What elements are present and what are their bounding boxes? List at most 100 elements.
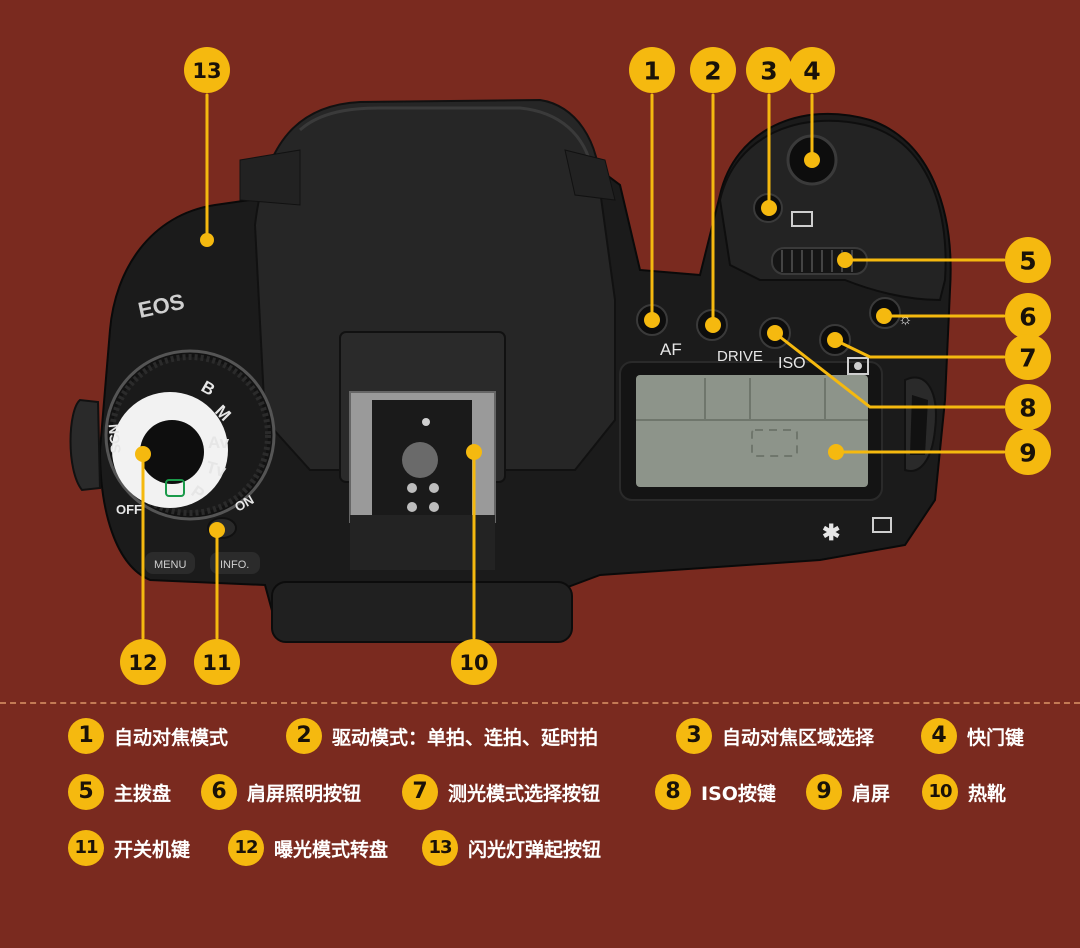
callout-badge-1: 1 (629, 47, 675, 93)
callout-badge-circle (184, 47, 230, 93)
legend-item-6: 6 肩屏照明按钮 (201, 772, 361, 812)
power-off-label: OFF (116, 502, 142, 517)
mode-tv-label: Tv (204, 458, 229, 482)
legend-badge: 2 (286, 718, 322, 754)
legend-item-11: 11 开关机键 (68, 828, 190, 868)
legend-item-10: 10 热靴 (922, 772, 1006, 812)
callout-badge-3: 3 (746, 47, 792, 93)
ae-lock-icon: ✱ (822, 520, 840, 545)
callout-number: 2 (704, 57, 721, 86)
callout-badge-circle (746, 47, 792, 93)
callout-badge-circle (629, 47, 675, 93)
legend-item-13: 13 闪光灯弹起按钮 (422, 828, 601, 868)
drive-button-label: DRIVE (717, 348, 763, 365)
callout-number: 4 (803, 57, 820, 86)
af-area-icon (791, 211, 813, 227)
legend-item-7: 7 测光模式选择按钮 (402, 772, 600, 812)
legend-badge: 6 (201, 774, 237, 810)
callout-number: 8 (1019, 394, 1036, 423)
callout-badge-circle (1005, 384, 1051, 430)
legend-label: 驱动模式：单拍、连拍、延时拍 (332, 726, 599, 749)
callout-number: 12 (128, 651, 157, 675)
callout-badge-circle (194, 639, 240, 685)
callout-badge-circle (1005, 429, 1051, 475)
callout-badge-circle (120, 639, 166, 685)
callout-number: 10 (459, 651, 488, 675)
callout-badge-circle (1005, 293, 1051, 339)
callout-lines (135, 93, 1006, 640)
legend-badge: 7 (402, 774, 438, 810)
legend-badge: 11 (68, 830, 104, 866)
callout-badge-2: 2 (690, 47, 736, 93)
callout-badge-6: 6 (1005, 293, 1051, 339)
legend-badge: 10 (922, 774, 958, 810)
callout-badge-circle (1005, 334, 1051, 380)
legend-label: 自动对焦模式 (114, 726, 229, 749)
callout-badge-12: 12 (120, 639, 166, 685)
af-point-icon (872, 517, 892, 533)
callout-badge-13: 13 (184, 47, 230, 93)
callout-badge-circle (1005, 237, 1051, 283)
legend-label: 曝光模式转盘 (274, 838, 389, 861)
legend-label: 测光模式选择按钮 (448, 782, 601, 805)
legend-item-2: 2 驱动模式：单拍、连拍、延时拍 (286, 716, 598, 756)
legend-badge: 9 (806, 774, 842, 810)
camera-top-view: B M Av Tv P SCN OFF ON EOS MENU INFO. (69, 47, 1051, 685)
callout-number: 9 (1019, 439, 1036, 468)
mode-scn-label: SCN (105, 423, 124, 454)
callout-number: 11 (202, 651, 231, 675)
auto-mode-icon (165, 479, 185, 497)
callout-badge-8: 8 (1005, 384, 1051, 430)
menu-info-buttons: MENU INFO. (145, 552, 260, 574)
section-divider (0, 702, 1080, 704)
legend-label: 闪光灯弹起按钮 (468, 838, 602, 861)
info-button-label: INFO. (220, 559, 249, 571)
callout-number: 6 (1019, 303, 1036, 332)
legend-item-12: 12 曝光模式转盘 (228, 828, 388, 868)
legend-item-5: 5 主拨盘 (68, 772, 171, 812)
callout-number: 5 (1019, 247, 1036, 276)
legend-label: 主拨盘 (114, 782, 172, 805)
callout-badge-7: 7 (1005, 334, 1051, 380)
callout-badge-9: 9 (1005, 429, 1051, 475)
callout-number: 7 (1019, 344, 1036, 373)
af-button-label: AF (660, 340, 682, 359)
legend-badge: 5 (68, 774, 104, 810)
callout-number: 13 (192, 59, 221, 83)
legend-item-8: 8 ISO按键 (655, 772, 776, 812)
menu-button-label: MENU (154, 559, 186, 571)
camera-body (69, 98, 952, 643)
legend-item-4: 4 快门键 (921, 716, 1024, 756)
callout-number: 1 (643, 57, 660, 86)
iso-button-label: ISO (778, 355, 806, 372)
callout-badge-10: 10 (451, 639, 497, 685)
callout-badge-circle (690, 47, 736, 93)
callout-badge-5: 5 (1005, 237, 1051, 283)
legend-badge: 1 (68, 718, 104, 754)
legend-label: 开关机键 (114, 838, 191, 861)
legend-label: 肩屏照明按钮 (247, 782, 362, 805)
hot-shoe (339, 331, 506, 570)
callout-badge-4: 4 (789, 47, 835, 93)
legend-label: 自动对焦区域选择 (722, 726, 875, 749)
legend-badge: 12 (228, 830, 264, 866)
legend-badge: 4 (921, 718, 957, 754)
top-lcd-panel (619, 361, 883, 501)
callout-number: 3 (760, 57, 777, 86)
legend-badge: 13 (422, 830, 458, 866)
legend-label: 快门键 (967, 726, 1025, 749)
legend-item-1: 1 自动对焦模式 (68, 716, 228, 756)
mode-dial: B M Av Tv P SCN OFF ON (104, 349, 276, 539)
mode-av-label: Av (208, 433, 230, 452)
metering-icon (847, 357, 869, 375)
legend-label: ISO按键 (701, 782, 776, 805)
callout-badge-11: 11 (194, 639, 240, 685)
legend-badge: 8 (655, 774, 691, 810)
callout-badge-circle (451, 639, 497, 685)
metering-icon-dot (854, 362, 862, 370)
legend-label: 热靴 (968, 782, 1007, 805)
